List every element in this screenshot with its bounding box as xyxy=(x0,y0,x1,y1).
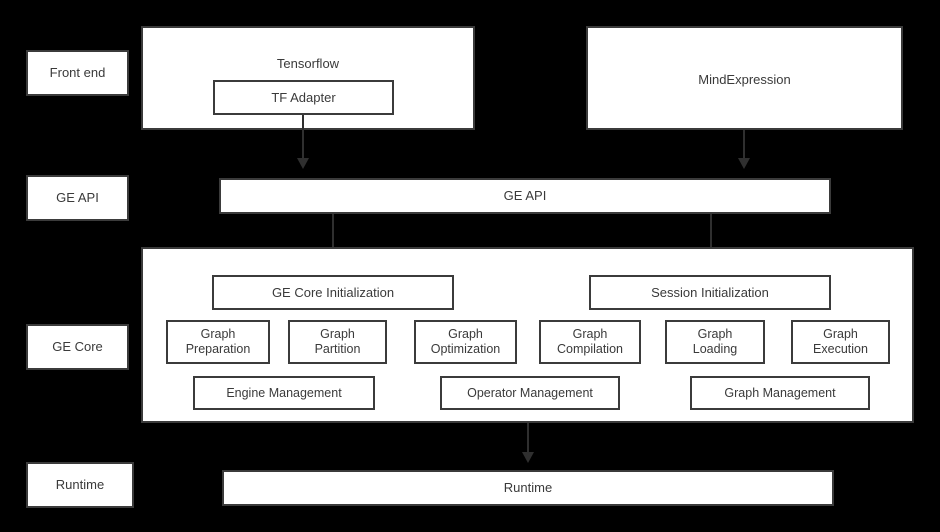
layer-label-runtime: Runtime xyxy=(26,462,134,508)
tensorflow-title: Tensorflow xyxy=(276,56,340,71)
module-graph-loading: Graph Loading xyxy=(665,320,765,364)
manager-engine-management: Engine Management xyxy=(193,376,375,410)
manager-operator-management: Operator Management xyxy=(440,376,620,410)
module-graph-preparation: Graph Preparation xyxy=(166,320,270,364)
ge-core-initialization-box: GE Core Initialization xyxy=(212,275,454,310)
manager-graph-management: Graph Management xyxy=(690,376,870,410)
layer-label-front-end: Front end xyxy=(26,50,129,96)
module-graph-compilation: Graph Compilation xyxy=(539,320,641,364)
arrowhead-mindexpression-to-geapi xyxy=(738,158,750,169)
runtime-bar: Runtime xyxy=(222,470,834,506)
arrowhead-gecore-to-runtime xyxy=(522,452,534,463)
connector-tfadapter-to-geapi xyxy=(302,115,304,160)
module-graph-partition: Graph Partition xyxy=(288,320,387,364)
tf-adapter-box: TF Adapter xyxy=(213,80,394,115)
frontend-mindexpression-container: MindExpression xyxy=(586,26,903,130)
session-initialization-box: Session Initialization xyxy=(589,275,831,310)
layer-label-ge-core: GE Core xyxy=(26,324,129,370)
arrowhead-tfadapter-to-geapi xyxy=(297,158,309,169)
module-graph-optimization: Graph Optimization xyxy=(414,320,517,364)
mindexpression-title: MindExpression xyxy=(698,72,791,87)
module-graph-execution: Graph Execution xyxy=(791,320,890,364)
ge-api-bar: GE API xyxy=(219,178,831,214)
connector-mindexpression-to-geapi xyxy=(743,130,745,160)
connector-gecore-to-runtime xyxy=(527,423,529,455)
connector-geapi-to-gecore-init xyxy=(332,214,334,262)
layer-label-ge-api: GE API xyxy=(26,175,129,221)
connector-geapi-to-session-init xyxy=(710,214,712,262)
